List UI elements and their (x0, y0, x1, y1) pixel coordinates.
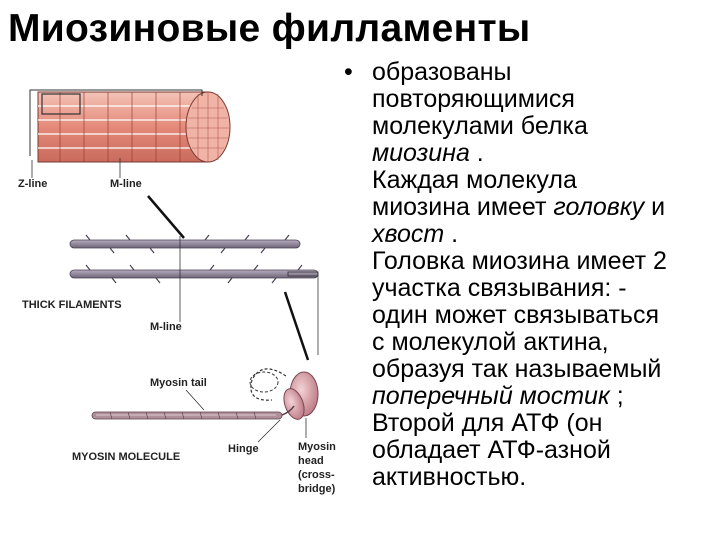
text-segment: Второй для АТФ (он (372, 409, 603, 437)
text-line: Каждая молекула (372, 167, 714, 194)
text-line: активностью. (372, 464, 714, 491)
text-segment: обладает АТФ-азной (372, 436, 611, 464)
text-segment: молекулами белка (372, 112, 588, 140)
z-line-label: Z-line (18, 178, 47, 190)
italic-term: миозина (372, 139, 470, 167)
svg-text:Myosin: Myosin (298, 441, 336, 453)
text-line: участка связывания: - (372, 275, 714, 302)
m-line-top-label: M-line (110, 178, 142, 190)
text-segment: участка связывания: - (372, 274, 627, 302)
italic-term: поперечный мостик (372, 382, 610, 410)
myosin-molecule-drawing (91, 368, 319, 420)
hinge-label: Hinge (228, 443, 259, 455)
text-line: миозина имеет головку и (372, 194, 714, 221)
text-line: повторяющимися (372, 86, 714, 113)
text-segment: миозина имеет (372, 193, 554, 221)
thick-filaments-label: THICK FILAMENTS (22, 299, 122, 311)
svg-text:bridge): bridge) (298, 483, 336, 495)
text-line: молекулами белка (372, 113, 714, 140)
text-line: хвост . (372, 221, 714, 248)
muscle-fiber (29, 89, 231, 163)
text-segment: с молекулой актина, (372, 328, 609, 356)
m-line-mid-label: M-line (150, 321, 182, 333)
svg-text:(cross-: (cross- (298, 469, 335, 481)
myosin-molecule-label: MYOSIN MOLECULE (72, 451, 180, 463)
text-line: образуя так называемый (372, 356, 714, 383)
text-line: образованы (372, 59, 714, 86)
text-line: миозина . (372, 140, 714, 167)
myosin-head-label: Myosin head (cross- bridge) (298, 441, 336, 495)
thick-filaments (69, 234, 319, 355)
text-line: Второй для АТФ (он (372, 410, 714, 437)
svg-text:head: head (298, 455, 324, 467)
text-segment: и (644, 193, 666, 221)
italic-term: хвост (372, 220, 445, 248)
text-segment: активностью. (372, 463, 527, 491)
text-line: обладает АТФ-азной (372, 437, 714, 464)
text-segment: . (469, 139, 484, 167)
myosin-diagram: Z-line M-line THICK FILAMENTS M-line (0, 60, 360, 530)
myosin-diagram-svg: Z-line M-line THICK FILAMENTS M-line (18, 89, 336, 495)
text-line: с молекулой актина, (372, 329, 714, 356)
italic-term: головку (553, 193, 645, 221)
text-segment: образованы (372, 58, 512, 86)
slide-title: Миозиновые филламенты (8, 7, 531, 50)
text-segment: повторяющимися (372, 85, 575, 113)
text-line: один может связываться (372, 302, 714, 329)
text-line: Головка миозина имеет 2 (372, 248, 714, 275)
text-segment: ; (609, 382, 624, 410)
text-segment: . (444, 220, 459, 248)
myosin-tail-label: Myosin tail (150, 377, 207, 389)
text-segment: Каждая молекула (372, 166, 577, 194)
text-segment: один может связываться (372, 301, 659, 329)
text-line: поперечный мостик ; (372, 383, 714, 410)
text-segment: образуя так называемый (372, 355, 662, 383)
bullet-marker: • (344, 58, 353, 86)
text-segment: Головка миозина имеет 2 (372, 247, 667, 275)
